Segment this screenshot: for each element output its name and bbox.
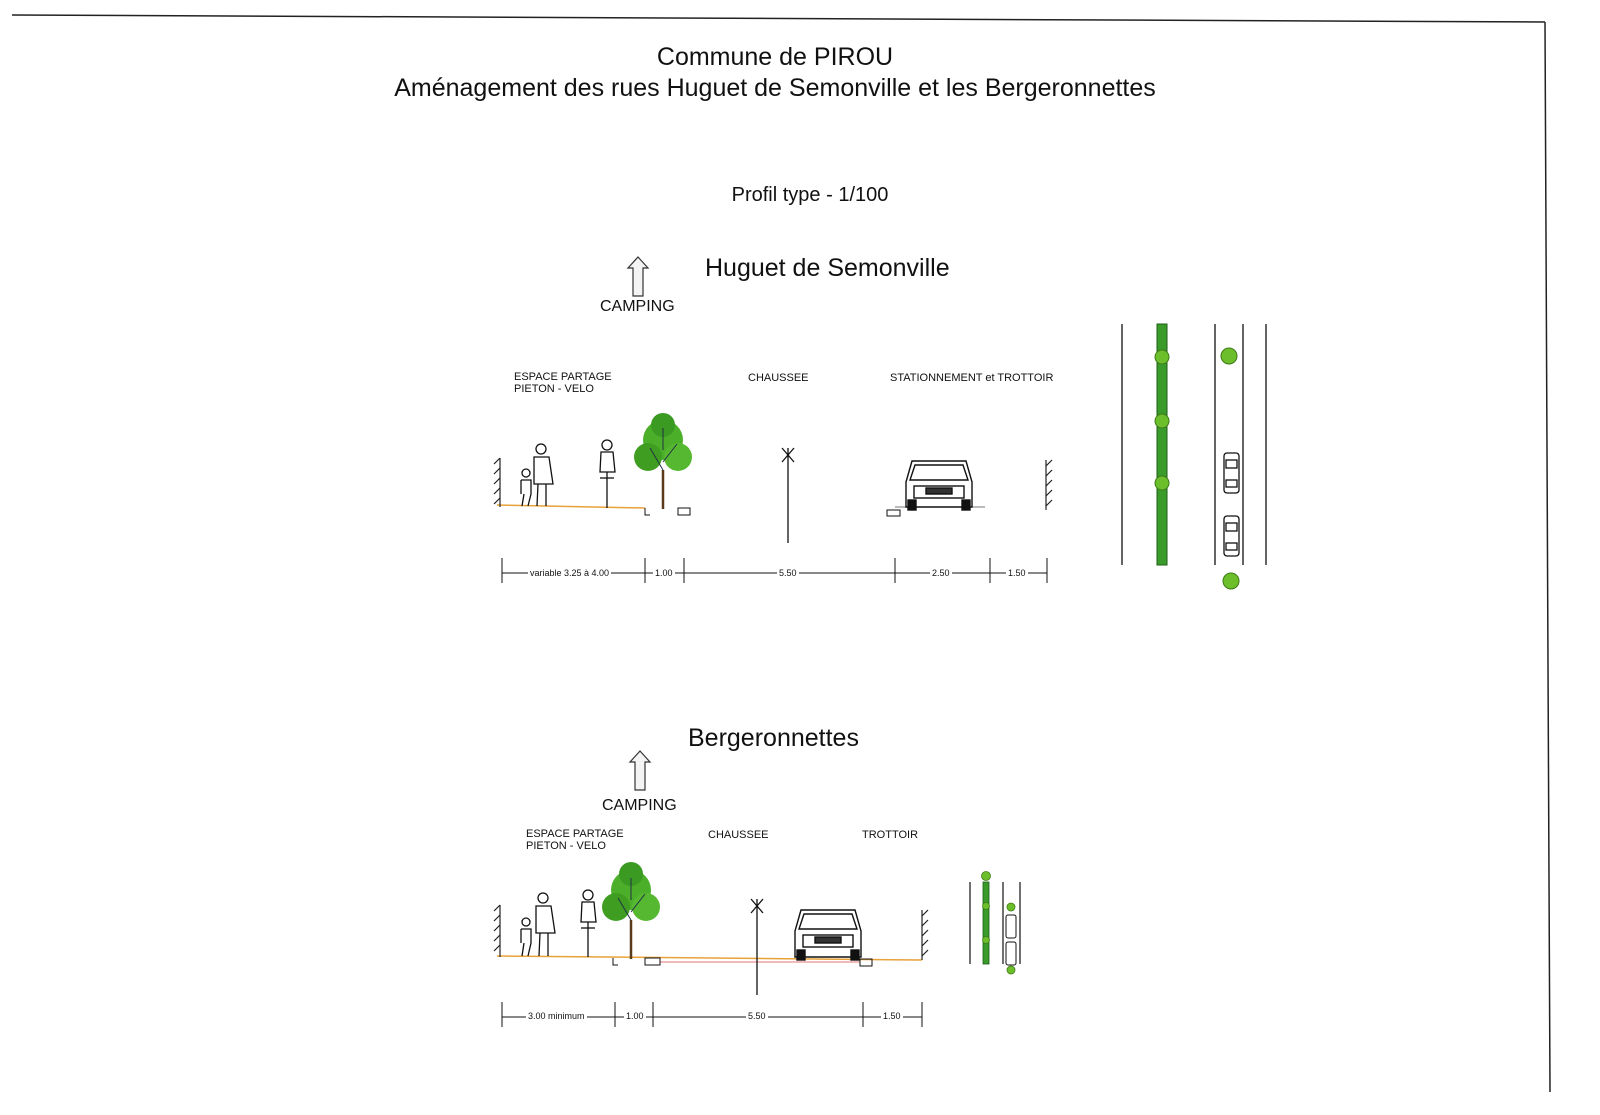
road-axis-marker [781, 447, 795, 543]
tree-icon [634, 413, 692, 509]
cyclist-icon [599, 439, 616, 508]
profile-scale-label: Profil type - 1/100 [731, 184, 889, 206]
dimension-label: 1.00 [624, 1011, 646, 1021]
up-arrow-icon [626, 256, 650, 297]
dimension-label: 5.50 [777, 568, 799, 578]
zone-label-sidewalk: TROTTOIR [862, 829, 919, 841]
up-arrow-icon [628, 750, 652, 791]
car-icon [1223, 452, 1240, 557]
dimension-label: 1.50 [1006, 568, 1028, 578]
zone-label-roadway: CHAUSSEE [748, 372, 809, 384]
dimension-label: 5.50 [746, 1011, 768, 1021]
pedestrian-icon [520, 443, 554, 507]
car-icon [1005, 914, 1017, 966]
tree-icon [602, 862, 660, 959]
wall-hatch-icon [1045, 459, 1053, 510]
wall-hatch-icon [493, 904, 501, 957]
zone-label-parking-sidewalk: STATIONNEMENT et TROTTOIR [890, 372, 1054, 384]
pedestrian-icon [520, 892, 556, 957]
camping-direction-label: CAMPING [600, 298, 675, 315]
tree-icon [981, 871, 1016, 975]
street-name-huguet: Huguet de Semonville [705, 254, 950, 282]
wall-hatch-icon [921, 909, 929, 960]
zone-label-roadway: CHAUSSEE [708, 829, 769, 841]
dimension-label: 1.50 [881, 1011, 903, 1021]
cyclist-icon [580, 889, 597, 957]
tree-icon [1154, 347, 1240, 590]
camping-direction-label: CAMPING [602, 797, 677, 814]
dimension-label: 2.50 [930, 568, 952, 578]
page-title: Commune de PIROU [656, 43, 894, 71]
car-icon [905, 460, 973, 511]
road-axis-marker [750, 898, 764, 995]
dimension-label: variable 3.25 à 4.00 [528, 568, 612, 578]
dimension-label: 1.00 [653, 568, 675, 578]
wall-hatch-icon [493, 457, 501, 507]
car-icon [794, 909, 862, 961]
dimension-label: 3.00 minimum [526, 1011, 587, 1021]
page-subtitle: Aménagement des rues Huguet de Semonvill… [394, 74, 1156, 102]
street-name-bergeronnettes: Bergeronnettes [688, 724, 859, 752]
